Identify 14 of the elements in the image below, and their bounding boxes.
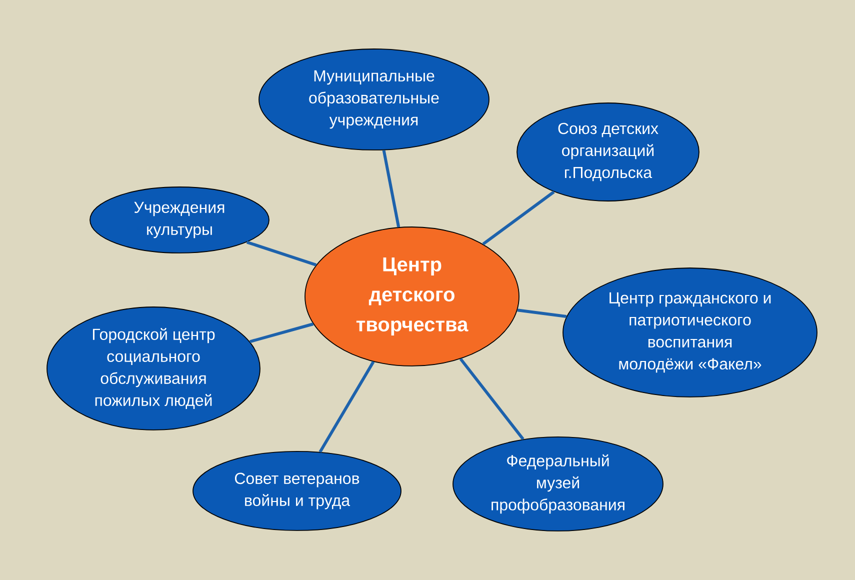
ellipse-node: Центр гражданского и патриотического воспитания молодёжи «Факел» [562, 268, 818, 398]
ellipse-node: Муниципальные образовательные учреждения [258, 48, 490, 150]
connector-line [249, 322, 314, 344]
connector-line [482, 190, 555, 246]
connector-line [318, 361, 375, 453]
connector-line [382, 150, 400, 228]
ellipse-node: Федеральный музей профобразования [452, 436, 664, 532]
connector-line [246, 240, 317, 266]
ellipse-node: Совет ветеранов войны и труда [192, 451, 402, 531]
ellipse-node: Союз детских организаций г.Подольска [516, 102, 700, 202]
ellipse-node: Городской центр социального обслуживания пожилых людей [46, 306, 260, 430]
ellipse-node: Учреждения культуры [90, 186, 270, 254]
connector-line [517, 308, 567, 318]
connector-line [459, 358, 524, 440]
